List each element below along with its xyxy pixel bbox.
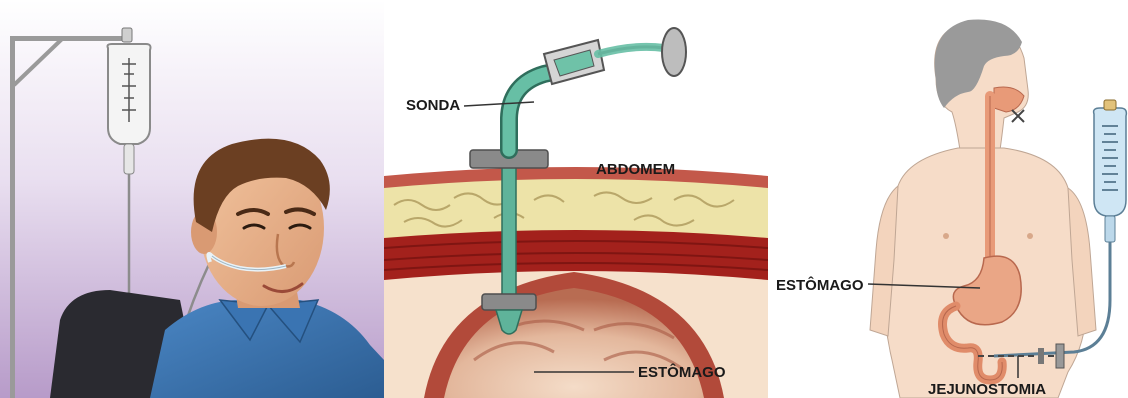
internal-bolster (482, 294, 536, 310)
feeding-bag (1094, 108, 1127, 216)
tube-cap (662, 28, 686, 76)
iv-drip-chamber (124, 144, 134, 174)
label-sonda: SONDA (406, 97, 460, 114)
jejunostomy-scene: ESTÔMAGO JEJUNOSTOMIA (768, 0, 1128, 398)
iv-pole (10, 38, 15, 398)
label-jejunostomia: JEJUNOSTOMIA (928, 381, 1046, 398)
gastrostomy-scene: SONDA ABDOMEM ESTÔMAGO (384, 0, 768, 398)
label-estomago: ESTÔMAGO (776, 276, 864, 294)
iv-bag-hanger (122, 28, 132, 42)
iv-arm (10, 36, 130, 41)
nipple-right (1027, 233, 1033, 239)
tube-clamp (1038, 348, 1044, 364)
nasoenteral-illustration (0, 0, 384, 398)
gastrostomy-diagram: SONDA ABDOMEM ESTÔMAGO (384, 0, 768, 398)
feeding-bag-cap (1104, 100, 1116, 110)
tube-clamp (1056, 344, 1064, 368)
feeding-bag-chamber (1105, 216, 1115, 242)
nipple-left (943, 233, 949, 239)
label-estomago: ESTÔMAGO (638, 363, 726, 381)
jejunostomy-diagram: ESTÔMAGO JEJUNOSTOMIA (768, 0, 1128, 398)
nasoenteral-scene (0, 0, 384, 398)
label-abdomem: ABDOMEM (596, 161, 675, 178)
fat-layer (384, 177, 768, 238)
tube-shaft (502, 160, 516, 310)
